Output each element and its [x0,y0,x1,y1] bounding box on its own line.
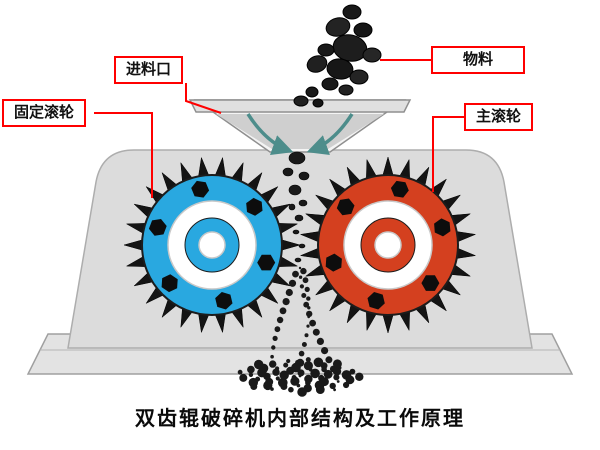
fixed-roller-callout-line [94,112,153,198]
main-roller-gear-bolt [390,180,409,198]
label-material: 物料 [431,46,525,74]
crushed-material [237,151,364,397]
fixed-roller-gear-bolt [148,219,167,236]
left-flow-arrow [246,113,294,155]
fixed-roller-gear-shaft [198,231,226,259]
fixed-roller-gear-bolt [191,180,210,198]
main-roller-gear-shaft [374,231,402,259]
label-fixed-roller: 固定滚轮 [2,99,87,127]
fixed-roller-gear-bolt [161,274,178,293]
fixed-roller-gear-bolt [246,197,263,216]
flow-arrows [246,113,354,155]
label-main-roller: 主滚轮 [464,103,534,131]
diagram-title: 双齿辊破碎机内部结构及工作原理 [135,408,465,430]
main-roller-gear-bolt [367,292,385,310]
roller-gears [123,156,477,334]
coal-chunks [293,4,382,108]
fixed-roller-gear-bolt [215,292,233,310]
main-roller-gear [299,156,477,334]
main-roller-gear-teeth [299,156,477,334]
feed-inlet-callout-line [185,83,222,114]
label-feed-inlet: 进料口 [114,56,184,84]
fixed-roller-gear-bolt [257,254,276,271]
feed-hopper [188,99,412,153]
main-roller-gear-bolt [336,198,355,216]
fixed-roller-gear [123,156,301,334]
main-roller-callout-line [432,116,464,192]
right-flow-arrow [306,113,354,155]
main-roller-gear-bolt [434,218,451,237]
callout-lines [94,59,464,198]
fixed-roller-gear-teeth [123,156,301,334]
main-roller-gear-bolt [421,275,440,291]
main-roller-gear-bolt [325,253,342,272]
